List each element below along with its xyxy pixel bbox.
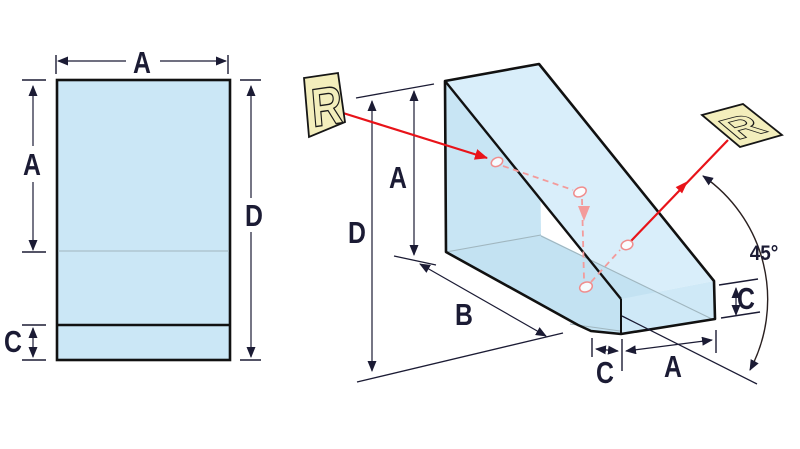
beam-spot-bottom	[578, 281, 594, 293]
front-view-dimension-lines	[28, 56, 256, 358]
beam-spot-exit	[620, 239, 634, 251]
beam-spot-hypotenuse	[573, 186, 587, 198]
input-card-face	[303, 71, 346, 139]
dim-label-front-upper-height: A	[23, 147, 41, 181]
prism-end-face	[621, 281, 715, 334]
iso-dimension-lines	[367, 90, 741, 372]
output-beam-arrowhead	[675, 181, 688, 194]
prism-body	[443, 62, 717, 336]
output-image-card: R	[700, 103, 784, 148]
output-card-face	[700, 103, 784, 148]
beam-spot-entry	[490, 156, 504, 168]
dim-label-iso-upper-height: A	[389, 160, 407, 194]
beam-path	[342, 111, 729, 293]
beam-contact-spots	[490, 156, 634, 293]
prism-hypotenuse-face	[445, 64, 714, 299]
input-image-letter: R	[309, 75, 345, 139]
dim-label-front-bevel: C	[4, 324, 22, 358]
dim-label-front-width: A	[133, 45, 151, 79]
dim-label-front-total-height: D	[245, 198, 263, 232]
iso-reference-lines	[355, 83, 564, 383]
dim-label-iso-length: B	[455, 297, 473, 331]
dim-label-iso-bevel-width: C	[596, 355, 614, 389]
prism-hypotenuse-front-edge	[444, 80, 622, 300]
input-image-card: R	[303, 71, 346, 140]
dim-label-iso-total-height: D	[348, 215, 366, 249]
dim-label-iso-end-width: A	[664, 349, 682, 383]
front-view-dimension-ticks	[22, 55, 261, 361]
input-beam	[342, 111, 488, 160]
dim-label-iso-end-thickness: C	[737, 281, 755, 315]
front-view: A A C D	[4, 45, 263, 362]
exit-angle-arc	[702, 175, 769, 371]
internal-beam-arrowhead	[578, 206, 590, 221]
front-view-prism-face	[55, 78, 232, 362]
iso-view: R R D A B C A C 45°	[303, 62, 784, 390]
exit-angle-baseline	[621, 315, 758, 385]
dim-label-exit-angle: 45°	[750, 242, 779, 265]
